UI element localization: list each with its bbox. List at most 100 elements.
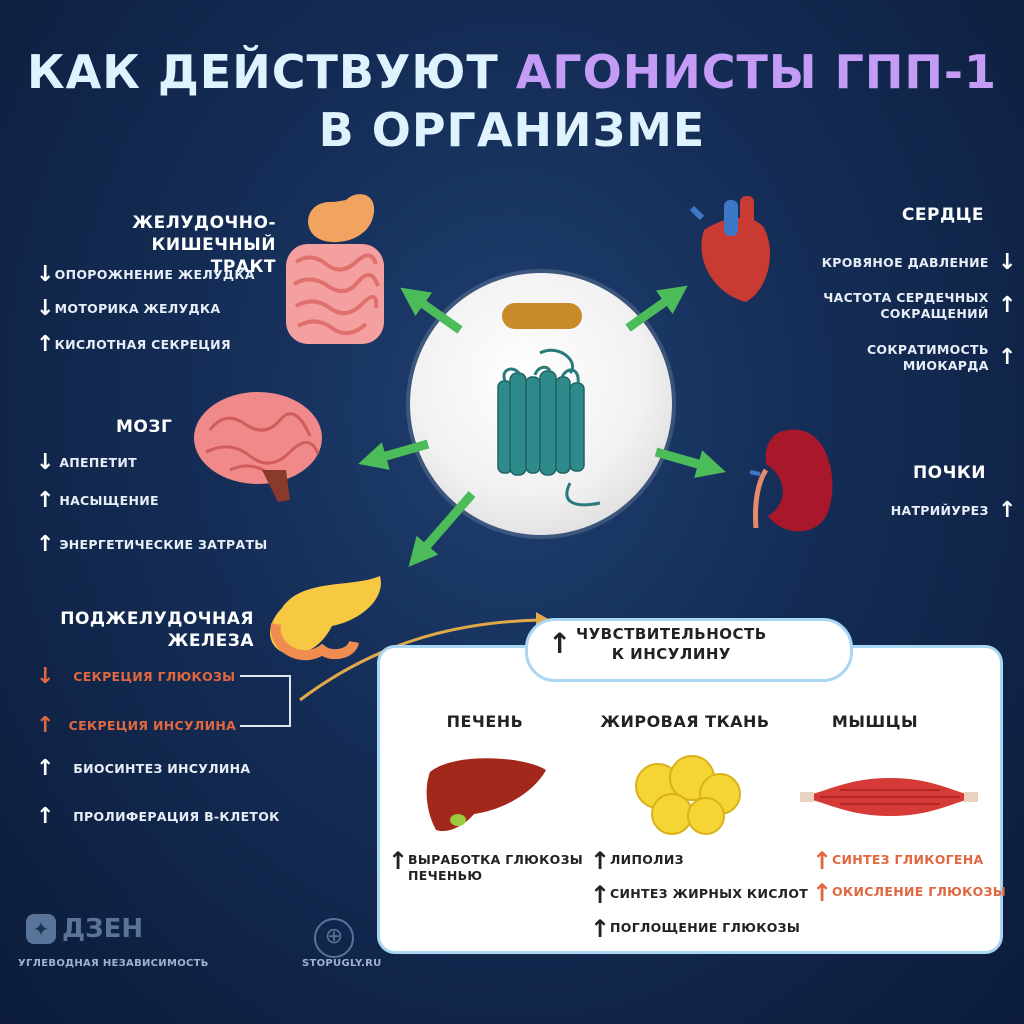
down-arrow-icon: ↓	[998, 250, 1017, 275]
pancreas-icon	[270, 576, 381, 661]
up-arrow-icon: ↑	[590, 915, 611, 943]
muscle-icon	[800, 778, 978, 816]
pancreas-item-1: ↓ СЕКРЕЦИЯ ГЛЮКОЗЫ	[36, 664, 236, 689]
kidney-item-1: НАТРИЙУРЕЗ ↑	[860, 498, 1017, 523]
brain-item-2: ↑ НАСЫЩЕНИЕ	[36, 488, 159, 513]
stomach-intestine-icon	[286, 194, 384, 344]
fat-item-1: ↑ЛИПОЛИЗ	[590, 847, 684, 875]
fat-item-label: ЛИПОЛИЗ	[610, 852, 684, 867]
up-arrow-icon: ↑	[36, 488, 55, 513]
heart-title: СЕРДЦЕ	[901, 205, 984, 225]
muscle-item-label: СИНТЕЗ ГЛИКОГЕНА	[832, 852, 984, 867]
muscle-item-1: ↑СИНТЕЗ ГЛИКОГЕНА	[812, 847, 984, 875]
down-arrow-icon: ↓	[36, 296, 55, 321]
dzen-star-icon: ✦	[26, 914, 56, 944]
glp1-receptor-icon	[497, 303, 601, 507]
gi-item-3: ↑ КИСЛОТНАЯ СЕКРЕЦИЯ	[36, 332, 231, 357]
kidney-item-label: НАТРИЙУРЕЗ	[890, 503, 989, 518]
insulin-sensitivity-pill	[525, 618, 853, 682]
insulin-pill-text: ЧУВСТВИТЕЛЬНОСТЬ К ИНСУЛИНУ	[576, 624, 767, 664]
heart-item-1: КРОВЯНОЕ ДАВЛЕНИЕ ↓	[780, 250, 1017, 275]
brain-item-label: АПЕПЕТИТ	[59, 455, 137, 470]
fat-cells-icon	[635, 755, 741, 835]
up-arrow-icon: ↑	[998, 293, 1017, 318]
up-arrow-icon: ↑	[590, 847, 611, 875]
gi-title: ЖЕЛУДОЧНО-КИШЕЧНЫЙ ТРАКТ	[40, 212, 276, 278]
fat-item-3: ↑ПОГЛОЩЕНИЕ ГЛЮКОЗЫ	[590, 915, 801, 943]
fat-item-label: ПОГЛОЩЕНИЕ ГЛЮКОЗЫ	[610, 920, 801, 935]
pancreas-title-line1: ПОДЖЕЛУДОЧНАЯ	[60, 609, 254, 629]
up-arrow-icon: ↑	[812, 847, 833, 875]
kidney-title: ПОЧКИ	[912, 463, 986, 483]
title-part-1: КАК ДЕЙСТВУЮТ	[27, 45, 499, 99]
muscle-item-label: ОКИСЛЕНИЕ ГЛЮКОЗЫ	[832, 884, 1007, 899]
liver-item-line1: ВЫРАБОТКА ГЛЮКОЗЫ	[408, 852, 584, 867]
pill-line2: К ИНСУЛИНУ	[611, 645, 731, 663]
liver-title: ПЕЧЕНЬ	[446, 712, 524, 731]
brain-item-1: ↓ АПЕПЕТИТ	[36, 450, 137, 475]
muscle-title: МЫШЦЫ	[831, 712, 919, 731]
pill-line1: ЧУВСТВИТЕЛЬНОСТЬ	[576, 625, 767, 643]
gi-item-label: МОТОРИКА ЖЕЛУДКА	[54, 301, 221, 316]
gi-title-line1: ЖЕЛУДОЧНО-КИШЕЧНЫЙ	[132, 213, 276, 255]
brain-title: МОЗГ	[116, 417, 173, 437]
gi-item-1: ↓ ОПОРОЖНЕНИЕ ЖЕЛУДКА	[36, 262, 255, 287]
up-arrow-icon: ↑	[36, 532, 55, 557]
insulin-sensitivity-heading: ↑ ЧУВСТВИТЕЛЬНОСТЬ К ИНСУЛИНУ	[548, 624, 767, 664]
pancreas-item-label: СЕКРЕЦИЯ ИНСУЛИНА	[68, 718, 237, 733]
heart-icon	[689, 196, 770, 302]
gi-item-label: ОПОРОЖНЕНИЕ ЖЕЛУДКА	[54, 267, 255, 282]
down-arrow-icon: ↓	[36, 262, 55, 287]
muscle-item-2: ↑ОКИСЛЕНИЕ ГЛЮКОЗЫ	[812, 879, 1007, 907]
heart-item-label: КРОВЯНОЕ ДАВЛЕНИЕ	[821, 255, 989, 270]
down-arrow-icon: ↓	[36, 450, 55, 475]
up-arrow-icon: ↑	[590, 881, 611, 909]
page-subtitle: В ОРГАНИЗМЕ	[318, 103, 706, 157]
gi-title-line2: ТРАКТ	[210, 257, 276, 277]
fat-item-label: СИНТЕЗ ЖИРНЫХ КИСЛОТ	[610, 886, 809, 901]
gi-item-2: ↓ МОТОРИКА ЖЕЛУДКА	[36, 296, 221, 321]
heart-item-label: СОКРАТИМОСТЬ МИОКАРДА	[866, 342, 989, 373]
heart-item-label-2: СОКРАЩЕНИЙ	[880, 306, 989, 321]
brain-item-label: ЭНЕРГЕТИЧЕСКИЕ ЗАТРАТЫ	[59, 537, 268, 552]
up-arrow-icon: ↑	[36, 756, 55, 781]
up-arrow-icon: ↑	[998, 498, 1017, 523]
globe-icon: ⊕	[314, 918, 354, 958]
pancreas-title: ПОДЖЕЛУДОЧНАЯ ЖЕЛЕЗА	[40, 608, 254, 652]
liver-item-line2: ПЕЧЕНЬЮ	[408, 868, 483, 883]
fat-item-2: ↑СИНТЕЗ ЖИРНЫХ КИСЛОТ	[590, 881, 809, 909]
liver-icon	[426, 758, 546, 832]
watermark-site: STOPUGLY.RU	[302, 958, 382, 969]
up-arrow-icon: ↑	[36, 332, 55, 357]
down-arrow-icon: ↓	[36, 664, 55, 689]
brain-item-label: НАСЫЩЕНИЕ	[59, 493, 159, 508]
brain-icon	[194, 392, 322, 502]
title-highlight: АГОНИСТЫ ГПП-1	[515, 45, 997, 99]
heart-item-3: СОКРАТИМОСТЬ МИОКАРДА ↑	[780, 342, 1017, 374]
up-arrow-icon: ↑	[812, 879, 833, 907]
kidney-icon	[749, 429, 833, 532]
up-arrow-icon: ↑	[36, 713, 55, 738]
gi-item-label: КИСЛОТНАЯ СЕКРЕЦИЯ	[54, 337, 231, 352]
up-arrow-icon: ↑	[388, 847, 409, 875]
up-arrow-icon: ↑	[548, 627, 572, 660]
fat-title: ЖИРОВАЯ ТКАНЬ	[600, 712, 770, 731]
up-arrow-icon: ↑	[998, 345, 1017, 370]
pancreas-item-label: СЕКРЕЦИЯ ГЛЮКОЗЫ	[73, 669, 236, 684]
pancreas-item-4: ↑ ПРОЛИФЕРАЦИЯ B-КЛЕТОК	[36, 806, 280, 828]
brain-item-3: ↑ ЭНЕРГЕТИЧЕСКИЕ ЗАТРАТЫ	[36, 532, 268, 557]
page-title: КАК ДЕЙСТВУЮТ АГОНИСТЫ ГПП-1	[0, 44, 1024, 100]
pancreas-item-2: ↑ СЕКРЕЦИЯ ИНСУЛИНА	[36, 713, 237, 738]
dzen-brand: ДЗЕН	[62, 914, 144, 944]
pancreas-item-label: БИОСИНТЕЗ ИНСУЛИНА	[73, 761, 251, 776]
dzen-logo: ✦ ДЗЕН	[26, 914, 143, 944]
watermark-sub: УГЛЕВОДНАЯ НЕЗАВИСИМОСТЬ	[18, 958, 209, 969]
pancreas-item-3: ↑ БИОСИНТЕЗ ИНСУЛИНА	[36, 756, 251, 781]
heart-item-label-1: ЧАСТОТА СЕРДЕЧНЫХ	[823, 290, 989, 305]
pancreas-item-label: ПРОЛИФЕРАЦИЯ B-КЛЕТОК	[73, 809, 280, 824]
